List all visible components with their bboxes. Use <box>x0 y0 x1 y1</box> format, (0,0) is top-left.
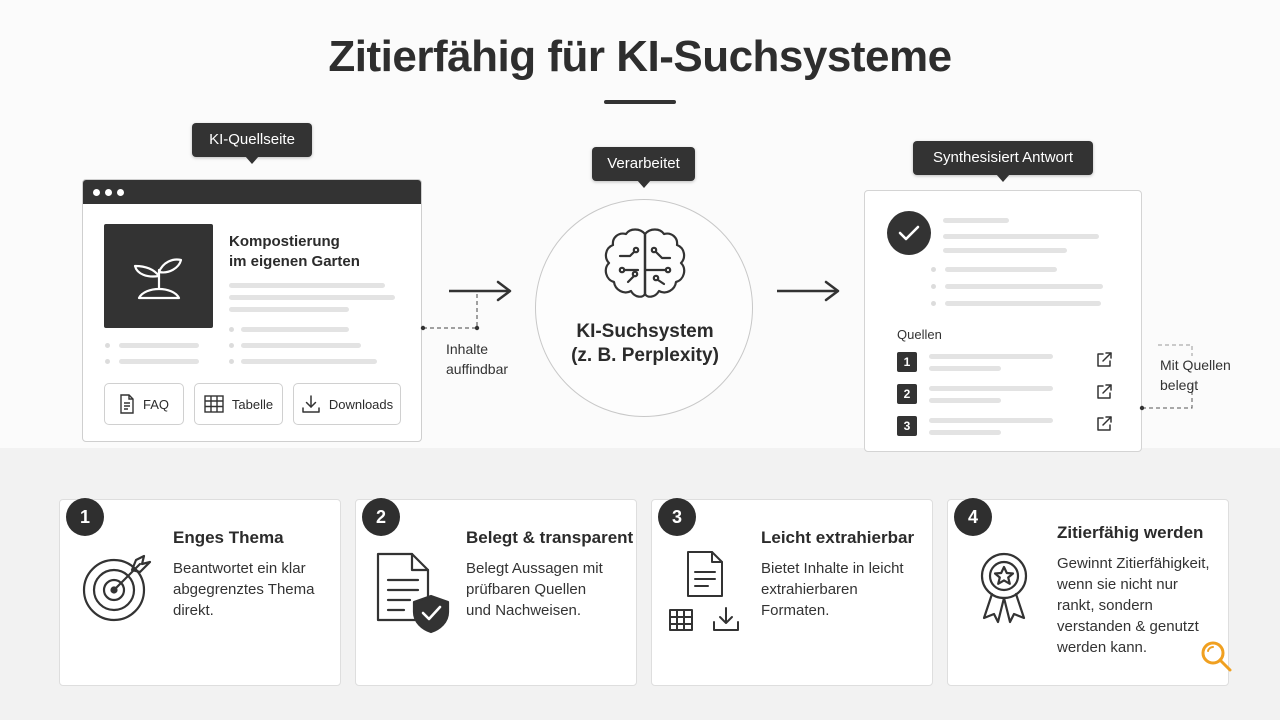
chip-faq[interactable]: FAQ <box>104 383 184 425</box>
card-zitierfaehig-werden: 4 Zitierfähig werden Gewinnt Zitierfähig… <box>947 498 1232 686</box>
ki-suchsystem-label: KI-Suchsystem (z. B. Perplexity) <box>571 321 719 366</box>
answer-check <box>887 211 931 255</box>
download-icon <box>302 395 320 413</box>
source-number-2: 2 <box>897 384 917 404</box>
label-mit-quellen-belegt: Mit Quellen belegt <box>1160 357 1231 393</box>
sources-label: Quellen <box>897 327 942 342</box>
brain-circuit-icon <box>604 228 686 298</box>
card-number: 4 <box>954 498 992 536</box>
ki-suchsystem-circle: KI-Suchsystem (z. B. Perplexity) <box>535 199 753 417</box>
card-number: 3 <box>658 498 696 536</box>
chip-tabelle[interactable]: Tabelle <box>194 383 283 425</box>
shield-document-icon <box>376 552 450 634</box>
tag-synthesisiert-antwort: Synthesisiert Antwort <box>913 141 1093 182</box>
tag-ki-quellseite: KI-Quellseite <box>192 123 312 164</box>
external-link-icon[interactable] <box>1095 351 1113 369</box>
article-title: Kompostierung im eigenen Garten <box>229 233 360 270</box>
card-leicht-extrahierbar: 3 Leicht extrahierbar Bietet Inhalte in … <box>651 498 933 686</box>
label-inhalte-auffindbar: Inhalte auffindbar <box>446 341 509 377</box>
document-icon <box>120 394 134 414</box>
target-icon <box>82 554 152 622</box>
card-title: Enges Thema <box>173 528 284 547</box>
card-title: Belegt & transparent <box>466 528 634 547</box>
search-icon <box>1201 641 1232 672</box>
answer-card: Quellen 1 2 3 <box>864 190 1142 452</box>
card-number: 2 <box>362 498 400 536</box>
external-link-icon[interactable] <box>1095 383 1113 401</box>
browser-titlebar <box>83 180 421 204</box>
arrow-to-ki-system <box>420 280 512 331</box>
check-icon <box>898 225 920 241</box>
arrow-to-answer <box>777 280 840 302</box>
chip-downloads[interactable]: Downloads <box>293 383 401 425</box>
article-thumbnail <box>104 224 213 328</box>
source-page-window: Kompostierung im eigenen Garten FAQ Tabe… <box>82 179 422 442</box>
page-title: Zitierfähig für KI-Suchsysteme <box>328 32 952 81</box>
card-belegt-transparent: 2 Belegt & transparent Belegt Aussagen m… <box>355 498 637 686</box>
external-link-icon[interactable] <box>1095 415 1113 433</box>
card-text: Gewinnt Zitierfähigkeit,wenn sie nicht n… <box>1057 555 1210 656</box>
card-number: 1 <box>66 498 104 536</box>
plant-icon <box>133 258 182 300</box>
card-title: Leicht extrahierbar <box>761 528 915 547</box>
card-title: Zitierfähig werden <box>1057 523 1204 542</box>
source-number-3: 3 <box>897 416 917 436</box>
title-underline <box>604 100 676 104</box>
table-icon <box>204 395 224 413</box>
tag-verarbeitet: Verarbeitet <box>592 147 695 188</box>
award-icon <box>980 552 1028 624</box>
formats-icon <box>669 551 739 631</box>
connector-mit-quellen <box>1139 344 1193 411</box>
source-number-1: 1 <box>897 352 917 372</box>
